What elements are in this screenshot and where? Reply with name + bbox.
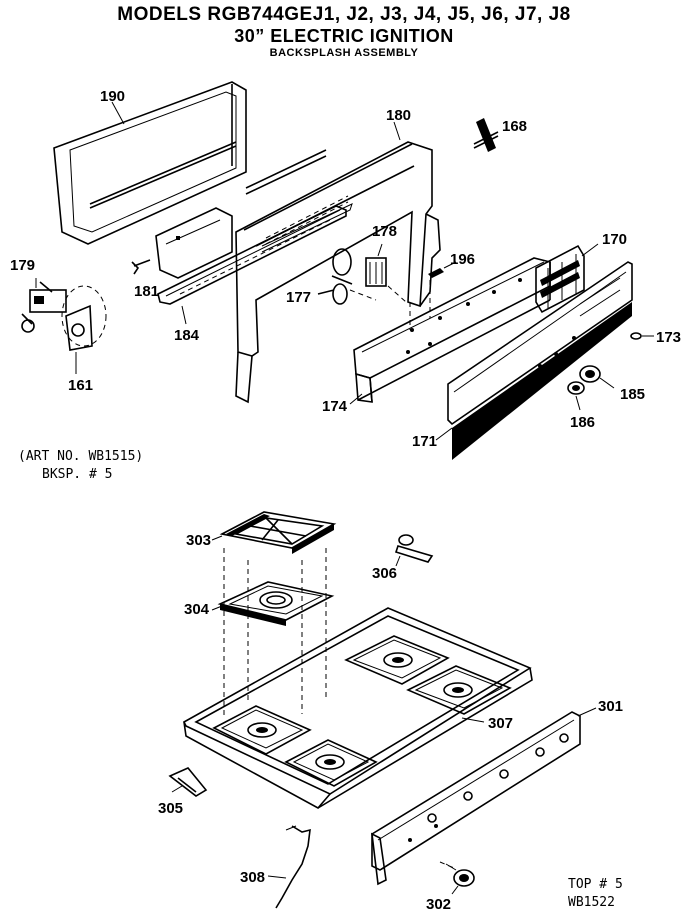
callout-181: 181: [134, 283, 159, 300]
callout-306: 306: [372, 565, 397, 582]
diagram-title-ignition: 30” ELECTRIC IGNITION: [234, 26, 454, 46]
callout-307: 307: [488, 715, 513, 732]
note-top-ref: TOP # 5: [568, 877, 623, 892]
part-304-drip-pan: [217, 581, 335, 626]
callout-161: 161: [68, 377, 93, 394]
part-179-valve-assembly: [21, 281, 67, 333]
detail-circle-161: [61, 285, 107, 347]
callout-190: 190: [100, 88, 125, 105]
callout-185: 185: [620, 386, 645, 403]
assembly-dash-lines: [223, 548, 327, 716]
callout-171: 171: [412, 433, 437, 450]
leader-190: [111, 101, 125, 125]
callout-305: 305: [158, 800, 183, 817]
part-185-knob: [579, 365, 615, 389]
part-301-manifold-panel: [371, 711, 581, 886]
part-196-clip: [428, 261, 457, 278]
part-302-control-knob: [439, 861, 475, 887]
callout-308: 308: [240, 869, 265, 886]
callout-173: 173: [656, 329, 681, 346]
part-303-burner-grate: [219, 511, 337, 554]
callout-196: 196: [450, 251, 475, 268]
note-top-art-no: WB1522: [568, 895, 615, 910]
diagram-title-assembly: BACKSPLASH ASSEMBLY: [269, 47, 419, 59]
part-190-glass-panel: [53, 81, 247, 245]
callout-168: 168: [502, 118, 527, 135]
leader-302: [451, 885, 459, 895]
leader-304: [211, 605, 223, 611]
leader-171: [435, 427, 453, 441]
leader-303: [211, 535, 223, 541]
callout-174: 174: [322, 398, 348, 415]
diagram-title-models: MODELS RGB744GEJ1, J2, J3, J4, J5, J6, J…: [117, 4, 571, 25]
part-168-clip: [473, 118, 499, 152]
part-181-screw: [131, 259, 151, 275]
leader-184: [181, 305, 187, 325]
callout-177: 177: [286, 289, 311, 306]
callout-304: 304: [184, 601, 210, 618]
callout-184: 184: [174, 327, 200, 344]
part-side-bracket: [155, 149, 327, 279]
leader-308: [267, 875, 287, 879]
callout-179: 179: [10, 257, 35, 274]
leader-174: [349, 393, 363, 405]
part-180-backsplash-frame: [235, 141, 441, 404]
part-171-front-trim: [447, 261, 633, 460]
leader-180: [393, 121, 401, 141]
callout-303: 303: [186, 532, 211, 549]
part-173-screw: [630, 332, 654, 340]
leader-178-dash: [387, 285, 407, 303]
leader-170: [581, 243, 599, 257]
part-161-bracket: [65, 304, 93, 351]
part-184-bottom-rail: [157, 205, 347, 305]
part-186-knob: [567, 381, 585, 411]
callout-301: 301: [598, 698, 623, 715]
leader-307: [461, 717, 485, 723]
leader-177-dash: [349, 289, 377, 301]
part-177-spark-module: [317, 248, 353, 305]
part-178-switch: [365, 243, 387, 287]
callout-302: 302: [426, 896, 451, 913]
callout-186: 186: [570, 414, 595, 431]
leader-301: [577, 707, 597, 717]
callout-178: 178: [372, 223, 397, 240]
part-307-cooktop: [182, 607, 533, 810]
note-backsplash-art-no: (ART NO. WB1515): [18, 449, 143, 464]
part-308-igniter-wire: [275, 825, 311, 909]
part-170-terminal-block: [535, 244, 585, 314]
part-305-clip: [168, 767, 208, 797]
part-174-control-panel: [353, 257, 551, 403]
callout-170: 170: [602, 231, 627, 248]
note-backsplash-ref: BKSP. # 5: [42, 467, 112, 482]
part-306-spark-electrode: [394, 534, 434, 567]
callout-180: 180: [386, 107, 411, 124]
